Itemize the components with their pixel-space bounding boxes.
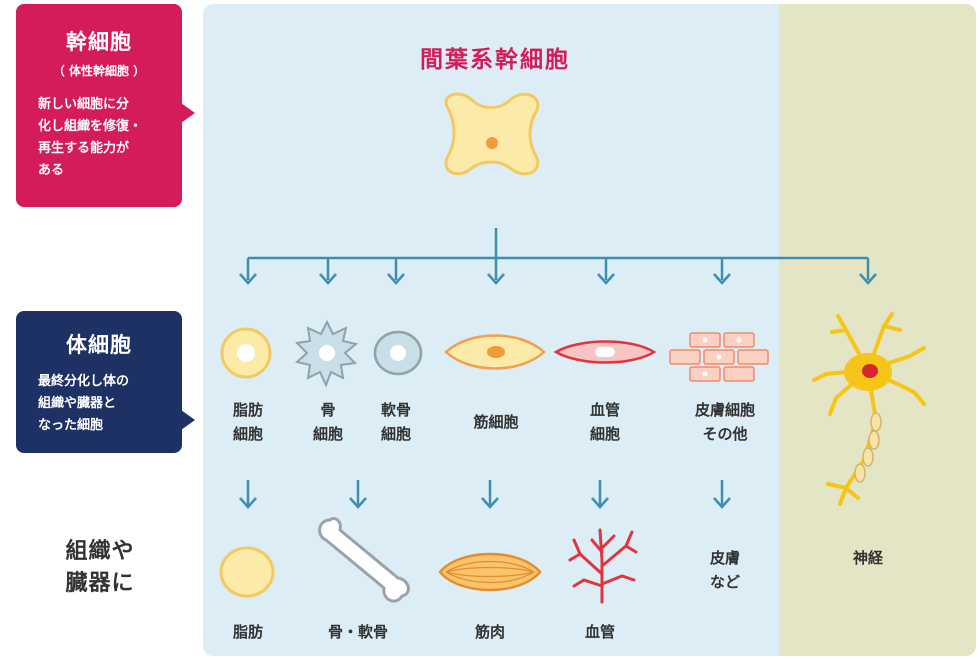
bone-tissue-icon — [318, 516, 410, 603]
somatic-cell-title: 体細胞 — [66, 333, 132, 357]
stem-cell-subtitle: （ 体性幹細胞 ） — [52, 64, 146, 78]
vessel-cell-label: 血管 細胞 — [589, 401, 620, 443]
skin-cell-icon — [669, 332, 769, 382]
bone-tissue-label: 骨・軟骨 — [327, 623, 388, 641]
muscle-cell-label: 筋細胞 — [473, 413, 519, 431]
skin-tissue-label: 皮膚 など — [709, 549, 740, 591]
bone-cell-label: 骨 細胞 — [312, 401, 343, 443]
mesenchymal-stem-cell-title: 間葉系幹細胞 — [420, 47, 570, 73]
nerve-cell-icon — [812, 312, 926, 506]
somatic-cell-box: 体細胞 最終分化し体の 組織や臓器と なった細胞 — [16, 311, 195, 453]
nerve-label: 神経 — [852, 549, 883, 567]
muscle-tissue-label: 筋肉 — [474, 623, 505, 641]
cartilage-cell-icon — [373, 330, 423, 376]
vessel-cell-icon — [553, 340, 657, 364]
fat-cell-label: 脂肪 細胞 — [232, 401, 263, 443]
stem-cell-description: 新しい細胞に分 化し組織を修復・ 再生する能力が ある — [38, 97, 143, 178]
fat-tissue-icon — [219, 546, 275, 598]
cartilage-cell-label: 軟骨 細胞 — [380, 401, 411, 443]
bone-cell-icon — [294, 319, 359, 388]
muscle-tissue-icon — [438, 552, 542, 592]
stem-cell-box: 幹細胞 （ 体性幹細胞 ） 新しい細胞に分 化し組織を修復・ 再生する能力が あ… — [16, 4, 195, 207]
nerve-panel — [779, 4, 976, 656]
fat-cell-icon — [220, 327, 272, 379]
vessel-tissue-icon — [568, 528, 638, 604]
fat-tissue-label: 脂肪 — [232, 623, 263, 641]
stem-cell-title: 幹細胞 — [66, 30, 132, 54]
tissues-heading: 組織や 臓器に — [65, 539, 135, 596]
skin-cell-label: 皮膚細胞 その他 — [694, 401, 755, 443]
muscle-cell-icon — [444, 334, 546, 370]
vessel-tissue-label: 血管 — [584, 623, 615, 641]
mesenchymal-stem-cell-icon — [444, 92, 540, 176]
connector-lines — [239, 228, 877, 509]
somatic-cell-description: 最終分化し体の 組織や臓器と なった細胞 — [38, 374, 130, 433]
